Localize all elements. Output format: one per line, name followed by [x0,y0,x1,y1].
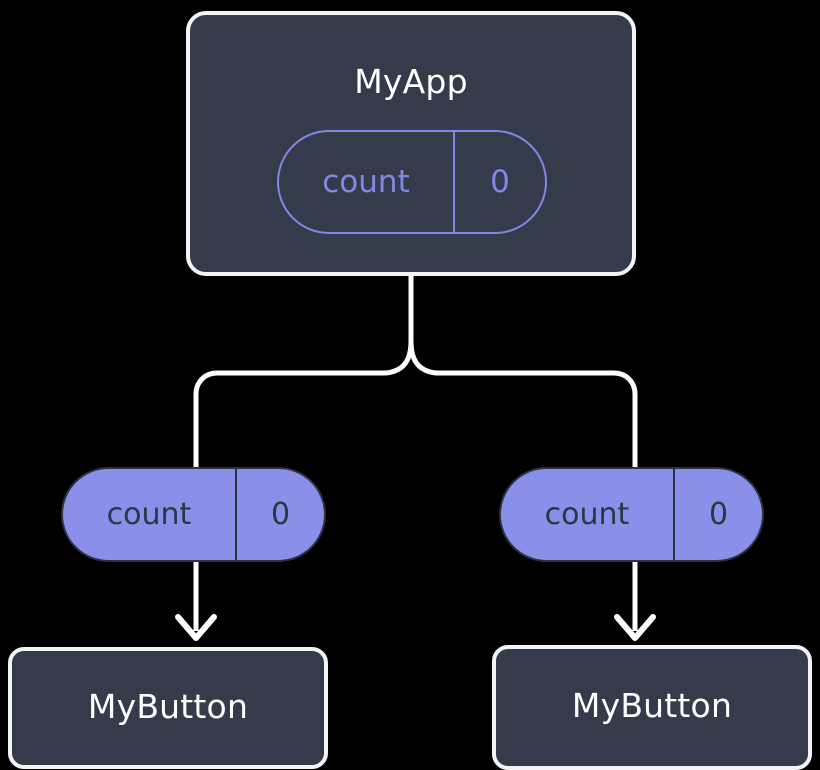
component-title-mybutton: MyButton [87,686,249,726]
state-pill-key: count [279,132,455,232]
component-node-mybutton-left[interactable]: MyButton [8,647,328,769]
state-pill-myapp[interactable]: count 0 [277,130,547,234]
component-title-mybutton: MyButton [571,686,733,725]
right-prop-arrow-head [614,614,656,641]
state-pill-right[interactable]: count 0 [499,467,764,562]
state-pill-value: 0 [270,496,291,532]
state-pill-left[interactable]: count 0 [61,467,326,562]
root-fork-connector [193,273,414,471]
state-pill-key: count [63,469,237,560]
component-title-myapp: MyApp [354,62,468,101]
left-prop-arrow-head [175,614,217,641]
state-pill-value: 0 [490,163,510,200]
state-pill-value: 0 [708,496,729,532]
component-node-mybutton-right[interactable]: MyButton [492,645,812,770]
root-fork-connector-right [408,338,638,471]
state-pill-key: count [501,469,675,560]
